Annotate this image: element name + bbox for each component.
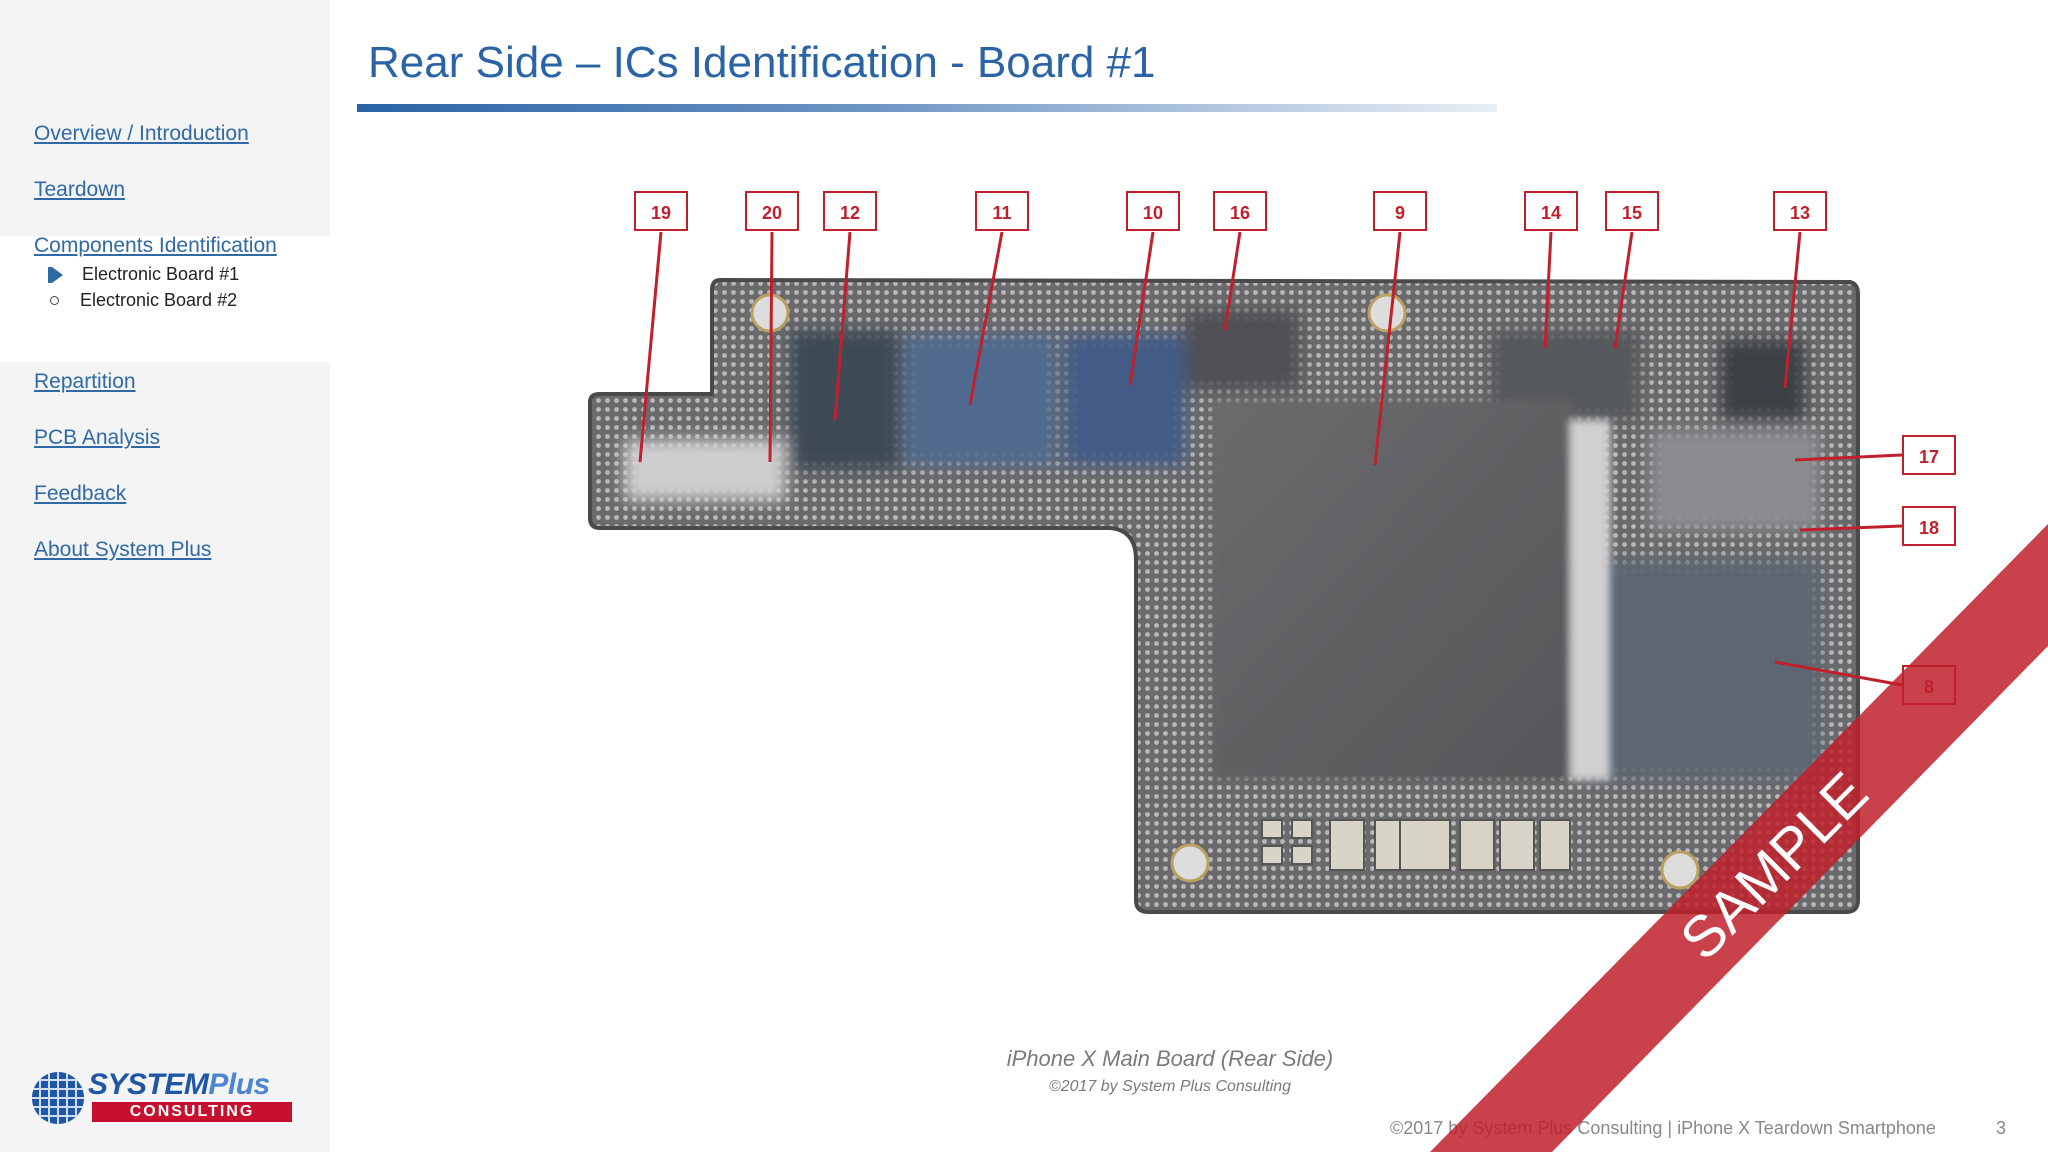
nav-link-feedback[interactable]: Feedback [34, 482, 127, 505]
callout-14: 14 [1524, 191, 1578, 231]
callout-12: 12 [823, 191, 877, 231]
nav-link-about[interactable]: About System Plus [34, 538, 212, 561]
figure-copyright: ©2017 by System Plus Consulting [1048, 1078, 1292, 1095]
callout-20: 20 [745, 191, 799, 231]
nav-link-pcb-analysis[interactable]: PCB Analysis [34, 426, 161, 449]
figure-caption: iPhone X Main Board (Rear Side) [1006, 1046, 1334, 1071]
callout-16: 16 [1213, 191, 1267, 231]
footer-text: ©2017 by System Plus Consulting | iPhone… [1390, 1118, 1936, 1138]
callout-9: 9 [1373, 191, 1427, 231]
page-title: Rear Side – ICs Identification - Board #… [368, 38, 1156, 87]
callout-15: 15 [1605, 191, 1659, 231]
nav-link-components-identification[interactable]: Components Identification [34, 234, 277, 257]
sub-item-board-2[interactable]: Electronic Board #2 [48, 290, 237, 311]
callout-8: 8 [1902, 665, 1956, 705]
logo-wordmark: SYSTEMPlus [88, 1068, 270, 1101]
logo-consulting: CONSULTING [92, 1102, 292, 1122]
callout-13: 13 [1773, 191, 1827, 231]
current-marker-icon [48, 266, 63, 283]
sub-item-label: Electronic Board #1 [82, 264, 240, 284]
system-plus-logo: SYSTEMPlus CONSULTING [32, 1070, 294, 1126]
sub-item-label: Electronic Board #2 [80, 290, 238, 310]
page-number: 3 [1996, 1118, 2007, 1138]
nav-link-repartition[interactable]: Repartition [34, 370, 136, 393]
sidebar: Overview / Introduction Teardown Compone… [0, 0, 330, 1152]
globe-logo-icon [32, 1072, 84, 1124]
callout-18: 18 [1902, 506, 1956, 546]
callout-10: 10 [1126, 191, 1180, 231]
nav-link-teardown[interactable]: Teardown [34, 178, 126, 201]
sub-item-board-1[interactable]: Electronic Board #1 [46, 264, 239, 285]
callout-17: 17 [1902, 435, 1956, 475]
callout-11: 11 [975, 191, 1029, 231]
callout-19: 19 [634, 191, 688, 231]
nav-link-overview[interactable]: Overview / Introduction [34, 122, 249, 145]
circle-bullet-icon [50, 296, 59, 305]
title-underline [357, 104, 1497, 112]
